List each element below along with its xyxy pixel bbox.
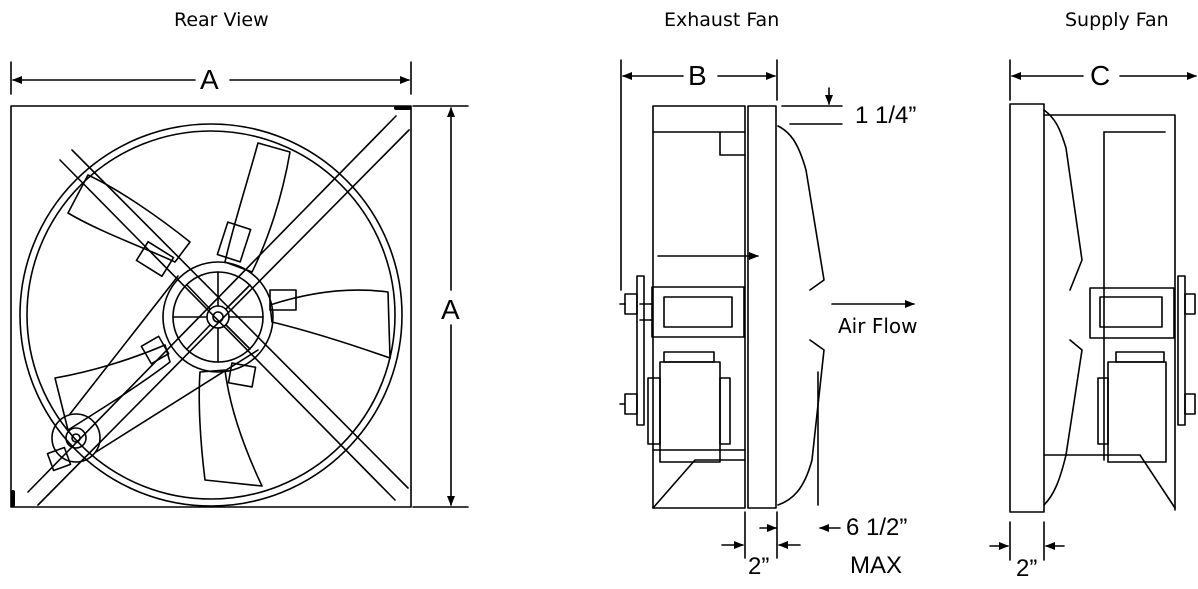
dim-a-width-label: A bbox=[200, 64, 219, 95]
air-flow-label: Air Flow bbox=[838, 314, 918, 338]
title-supply-fan: Supply Fan bbox=[1065, 9, 1169, 31]
supply-panel bbox=[1009, 103, 1045, 513]
dim-max-depth-label: 6 1/2” bbox=[846, 514, 908, 541]
rear-frame bbox=[10, 105, 412, 508]
dim-a-height-label: A bbox=[441, 294, 460, 325]
supply-bearing-bracket bbox=[1089, 287, 1175, 339]
dim-max-word-label: MAX bbox=[850, 552, 903, 579]
exhaust-shroud bbox=[777, 125, 825, 291]
fan-blade-lower-left bbox=[54, 344, 171, 431]
exhaust-panel bbox=[747, 105, 777, 509]
exhaust-pulley bbox=[636, 275, 645, 426]
dim-two-inch-exhaust-label: 2” bbox=[748, 553, 770, 580]
supply-motor bbox=[1107, 361, 1167, 463]
exhaust-motor bbox=[659, 361, 721, 463]
dim-gap-top-label: 1 1/4” bbox=[855, 102, 917, 129]
fan-blade-bottom bbox=[198, 369, 263, 487]
dim-c-label: C bbox=[1090, 60, 1111, 91]
motor-pulley bbox=[51, 413, 101, 463]
fan-blade-top bbox=[224, 142, 291, 273]
supply-fan-drawing bbox=[989, 59, 1197, 561]
supply-housing bbox=[1043, 114, 1176, 511]
fan-ring-inner bbox=[26, 130, 396, 500]
fan-ring-outer bbox=[19, 123, 403, 507]
drive-belt-lower bbox=[95, 349, 259, 453]
rear-view-drawing bbox=[10, 61, 469, 508]
dim-b-label: B bbox=[688, 60, 707, 91]
supply-shroud bbox=[1043, 109, 1083, 291]
drive-belt-upper bbox=[69, 275, 179, 415]
dim-two-inch-supply-label: 2” bbox=[1016, 555, 1038, 582]
exhaust-housing bbox=[652, 105, 746, 509]
fan-blade-upper-left bbox=[67, 174, 191, 263]
exhaust-bearing-bracket bbox=[651, 286, 745, 338]
exhaust-fan-drawing bbox=[619, 59, 915, 559]
brace-diagonal-1 bbox=[37, 129, 410, 506]
brace-diagonal-2 bbox=[59, 159, 396, 501]
pulley-outer bbox=[162, 261, 274, 373]
fan-blade-right bbox=[269, 289, 391, 359]
title-rear-view: Rear View bbox=[174, 9, 269, 31]
title-exhaust-fan: Exhaust Fan bbox=[664, 9, 780, 31]
